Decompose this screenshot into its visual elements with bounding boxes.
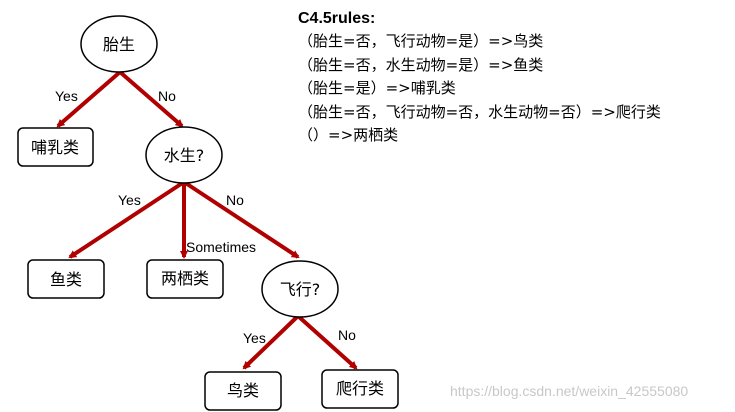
leaf-label-amphibian: 两栖类 (161, 269, 209, 288)
edge-label-fly-no: No (338, 327, 356, 343)
leaf-label-reptile: 爬行类 (336, 379, 384, 398)
edge-label-water-no: No (226, 192, 244, 208)
rule-line: （胎生=否，水生动物=是）=>鱼类 (298, 55, 544, 74)
edge-labels: Yes No Yes Sometimes No Yes No (55, 88, 356, 346)
node-label-root: 胎生 (103, 35, 135, 54)
edge-water-no (182, 180, 300, 259)
node-label-water: 水生? (164, 146, 205, 165)
leaf-node-bird: 鸟类 (204, 371, 282, 411)
rule-line: （胎生=否，飞行动物=否，水生动物=否）=>爬行类 (298, 102, 661, 121)
leaf-node-fish: 鱼类 (27, 259, 105, 299)
leaf-label-mammal: 哺乳类 (31, 138, 79, 157)
tree-edges (56, 70, 358, 370)
decision-node-water: 水生? (145, 126, 223, 184)
edge-fly-yes (242, 314, 300, 370)
leaf-label-fish: 鱼类 (50, 270, 82, 289)
watermark: https://blog.csdn.net/weixin_42555080 (450, 383, 689, 399)
leaf-node-mammal: 哺乳类 (17, 127, 94, 167)
decision-node-root: 胎生 (80, 15, 158, 73)
leaf-label-bird: 鸟类 (227, 381, 259, 400)
edge-label-fly-yes: Yes (243, 330, 266, 346)
edge-water-yes (68, 180, 186, 259)
rules-panel: C4.5rules: （胎生=否，飞行动物=是）=>鸟类 （胎生=否，水生动物=… (298, 10, 661, 148)
rule-line: （胎生=是）=>哺乳类 (298, 79, 456, 97)
rule-line: （胎生=否，飞行动物=是）=>鸟类 (298, 32, 544, 50)
node-label-fly: 飞行? (280, 280, 321, 299)
edge-label-root-yes: Yes (55, 88, 78, 104)
edge-root-yes (56, 70, 122, 128)
edge-label-root-no: No (158, 88, 176, 104)
edge-root-no (118, 70, 184, 128)
edge-label-water-yes: Yes (118, 192, 141, 208)
rules-title: C4.5rules: (298, 10, 376, 27)
leaf-node-amphibian: 两栖类 (146, 259, 224, 299)
leaf-node-reptile: 爬行类 (321, 369, 399, 409)
edge-fly-no (296, 314, 358, 370)
rule-line: （）=>两栖类 (298, 126, 399, 144)
edge-label-water-sometimes: Sometimes (186, 239, 256, 255)
decision-node-fly: 飞行? (261, 260, 339, 318)
